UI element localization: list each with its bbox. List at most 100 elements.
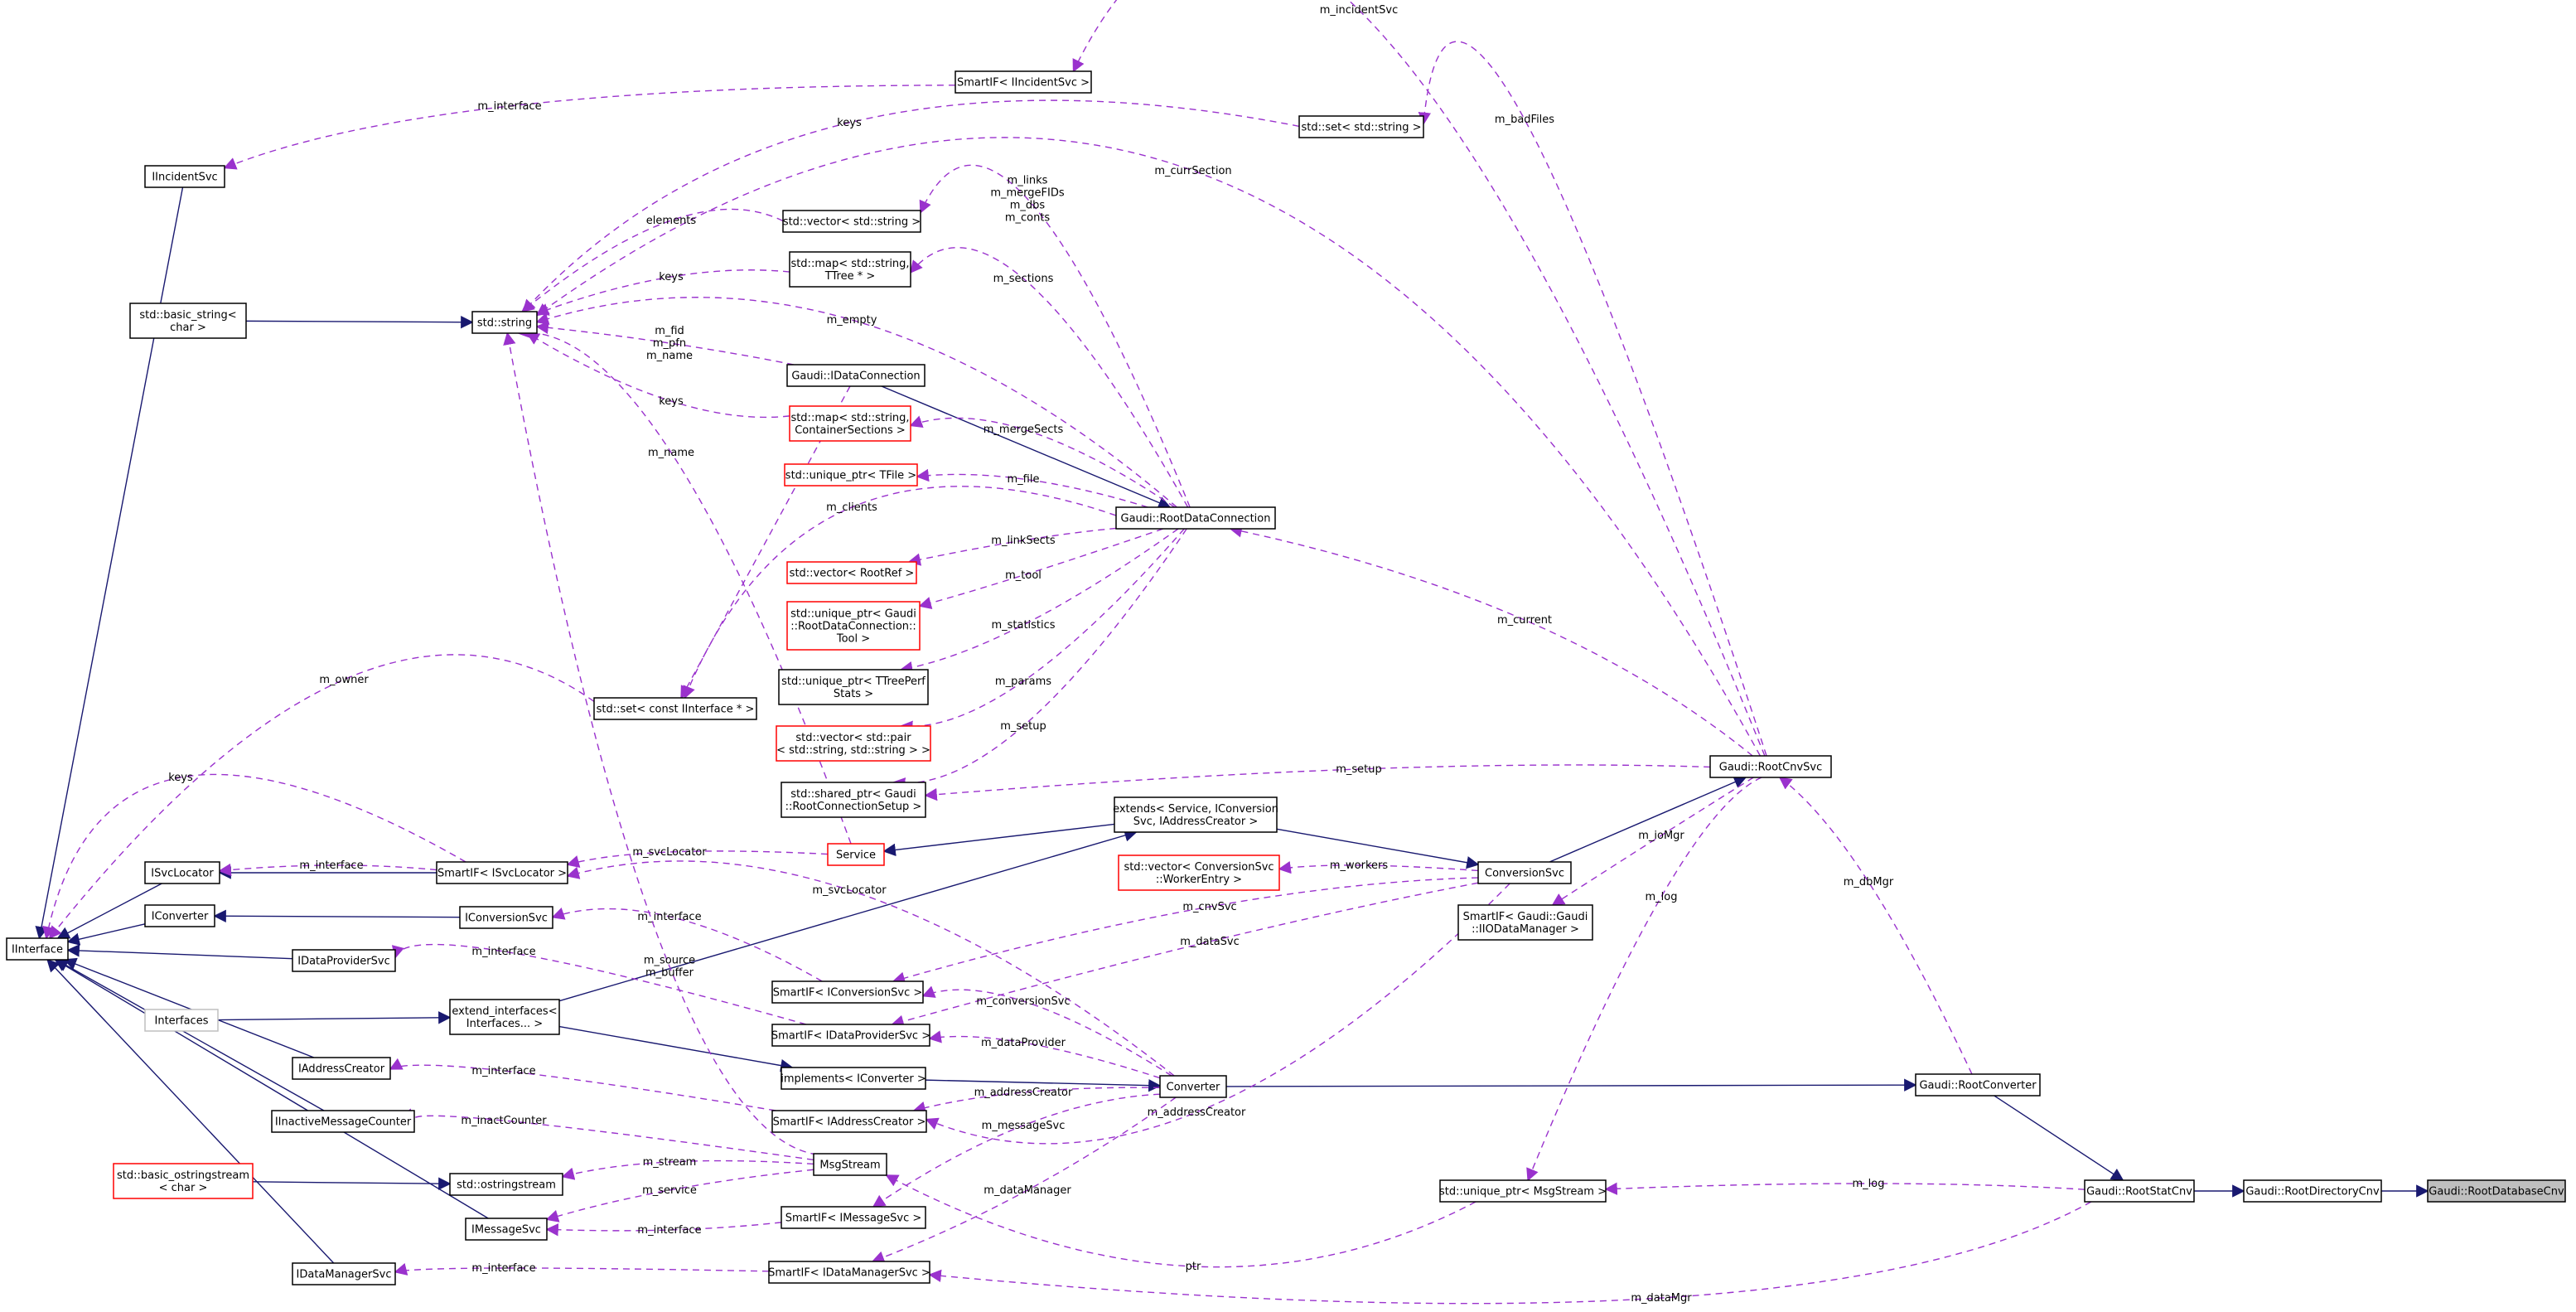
- node-box: [786, 364, 926, 387]
- relation-edge-converter-to-smart-if-iconversion-svc: m_conversionSvc: [921, 985, 1172, 1077]
- node-smart-if-idata-manager-svc[interactable]: SmartIF< IDataManagerSvc >: [768, 1261, 930, 1284]
- node-box: [813, 1153, 887, 1176]
- node-unique-ptr-tool[interactable]: std::unique_ptr< Gaudi::RootDataConnecti…: [786, 601, 921, 651]
- node-smart-if-idata-provider-svc[interactable]: SmartIF< IDataProviderSvc >: [771, 1024, 930, 1047]
- node-root-directory-cnv[interactable]: Gaudi::RootDirectoryCnv: [2243, 1179, 2382, 1203]
- edge-line: [545, 1222, 782, 1237]
- relation-edge-vector-string-to-std-string: elements: [521, 208, 784, 312]
- node-smart-if-iiodata-manager[interactable]: SmartIF< Gaudi::Gaudi::IIODataManager >: [1457, 904, 1593, 941]
- relation-edge-set-string-to-std-string: keys: [522, 99, 1300, 313]
- node-smart-if-iaddress-creator[interactable]: SmartIF< IAddressCreator >: [771, 1110, 927, 1133]
- node-shared-ptr-root-connection-setup[interactable]: std::shared_ptr< Gaudi::RootConnectionSe…: [781, 782, 926, 818]
- node-box: [789, 251, 911, 288]
- node-box: [129, 303, 247, 339]
- edge-line: [891, 882, 1479, 1028]
- node-iaddress-creator[interactable]: IAddressCreator: [292, 1057, 391, 1080]
- node-root-converter[interactable]: Gaudi::RootConverter: [1915, 1073, 2041, 1097]
- node-iconverter[interactable]: IConverter: [144, 904, 215, 927]
- node-conversion-svc[interactable]: ConversionSvc: [1477, 861, 1572, 884]
- node-std-ostringstream[interactable]: std::ostringstream: [449, 1173, 563, 1196]
- node-set-const-iinterface[interactable]: std::set< const IInterface * >: [593, 697, 757, 720]
- node-label: SmartIF< IMessageSvc >: [785, 1213, 922, 1225]
- node-smart-if-imessage-svc[interactable]: SmartIF< IMessageSvc >: [781, 1206, 926, 1229]
- node-basic-string[interactable]: std::basic_string<char >: [129, 303, 247, 339]
- node-implements-iconverter[interactable]: implements< IConverter >: [781, 1067, 926, 1090]
- node-idata-provider-svc[interactable]: IDataProviderSvc: [292, 949, 396, 972]
- node-vector-root-ref[interactable]: std::vector< RootRef >: [786, 561, 917, 584]
- inheritance-edge-basic-string-to-std-string: [245, 316, 474, 329]
- node-unique-ptr-msg-stream[interactable]: std::unique_ptr< MsgStream >: [1439, 1179, 1607, 1203]
- edge-line: [48, 654, 595, 940]
- edge-line: [551, 908, 823, 982]
- relation-edge-root-converter-to-root-cnv-svc: m_dbMgr: [1778, 777, 1973, 1075]
- node-smart-if-isvc-locator[interactable]: SmartIF< ISvcLocator >: [436, 861, 568, 884]
- node-root-data-connection[interactable]: Gaudi::RootDataConnection: [1115, 506, 1276, 530]
- node-interfaces[interactable]: Interfaces: [144, 1009, 219, 1032]
- node-smart-if-iconversion-svc[interactable]: SmartIF< IConversionSvc >: [771, 980, 924, 1004]
- node-set-string[interactable]: std::set< std::string >: [1298, 115, 1424, 138]
- node-iincident-svc[interactable]: IIncidentSvc: [144, 165, 225, 188]
- edge-label: m_ioMgr: [1638, 830, 1684, 842]
- node-imessage-svc[interactable]: IMessageSvc: [465, 1218, 548, 1241]
- node-iinterface[interactable]: IInterface: [6, 937, 69, 961]
- node-box: [144, 165, 225, 188]
- node-root-stat-cnv[interactable]: Gaudi::RootStatCnv: [2084, 1179, 2195, 1203]
- node-label: std::unique_ptr< Gaudi::RootDataConnecti…: [790, 608, 916, 646]
- node-smart-if-iincident-svc[interactable]: SmartIF< IIncidentSvc >: [955, 70, 1092, 94]
- node-box: [1477, 861, 1572, 884]
- node-basic-ostringstream[interactable]: std::basic_ostringstream< char >: [113, 1163, 254, 1199]
- edge-label: m_service: [642, 1184, 697, 1197]
- node-converter[interactable]: Converter: [1159, 1075, 1227, 1098]
- edge-line: [42, 773, 466, 940]
- edge-line: [683, 486, 1117, 700]
- edge-label: ptr: [1186, 1261, 1201, 1273]
- node-box: [786, 601, 921, 651]
- node-map-container-sections[interactable]: std::map< std::string,ContainerSections …: [789, 405, 911, 442]
- node-vector-string[interactable]: std::vector< std::string >: [782, 210, 921, 233]
- relation-edge-map-container-sections-to-std-string: keys: [526, 332, 790, 419]
- node-unique-ptr-tfile[interactable]: std::unique_ptr< TFile >: [784, 463, 918, 487]
- node-box: [1709, 755, 1832, 778]
- node-extend-interfaces[interactable]: extend_interfaces<Interfaces... >: [449, 999, 560, 1035]
- node-idata-manager-svc[interactable]: IDataManagerSvc: [292, 1262, 396, 1285]
- inheritance-edge-root-converter-to-root-stat-cnv: [1994, 1095, 2124, 1181]
- node-service[interactable]: Service: [827, 843, 885, 866]
- relation-edge-root-data-connection-to-vector-root-ref: m_linkSects: [907, 527, 1117, 566]
- node-vector-worker-entry[interactable]: std::vector< ConversionSvc::WorkerEntry …: [1118, 854, 1280, 891]
- node-label: SmartIF< IDataManagerSvc >: [768, 1267, 930, 1280]
- relation-edge-conversion-svc-to-smart-if-idata-provider-svc: m_dataSvc: [891, 882, 1479, 1028]
- inheritance-edge-interfaces-to-extend-interfaces: [217, 1011, 452, 1024]
- node-box: [827, 843, 885, 866]
- node-root-cnv-svc[interactable]: Gaudi::RootCnvSvc: [1709, 755, 1832, 778]
- node-root-database-cnv[interactable]: Gaudi::RootDatabaseCnv: [2427, 1179, 2566, 1203]
- node-std-string[interactable]: std::string: [471, 311, 538, 334]
- node-msg-stream[interactable]: MsgStream: [813, 1153, 887, 1176]
- node-box: [593, 697, 757, 720]
- edge-line: [1604, 1182, 2085, 1195]
- relation-edge-msg-stream-to-std-ostringstream: m_stream: [561, 1156, 814, 1180]
- node-iconversion-svc[interactable]: IConversionSvc: [459, 906, 553, 929]
- edge-line: [521, 208, 784, 312]
- node-label: IInterface: [12, 944, 63, 956]
- node-vector-pair[interactable]: std::vector< std::pair< std::string, std…: [776, 725, 931, 762]
- edge-label: m_dataSvc: [1180, 936, 1240, 948]
- inheritance-edge-iconverter-to-iinterface: [66, 923, 146, 946]
- node-idata-connection[interactable]: Gaudi::IDataConnection: [786, 364, 926, 387]
- node-isvc-locator[interactable]: ISvcLocator: [144, 861, 220, 884]
- edge-line: [245, 316, 474, 329]
- node-map-ttree[interactable]: std::map< std::string,TTree * >: [789, 251, 911, 288]
- edge-line: [1278, 860, 1479, 874]
- node-label: Gaudi::RootDatabaseCnv: [2429, 1186, 2564, 1198]
- edge-line: [558, 829, 1138, 1002]
- edge-label: m_mergeSects: [984, 424, 1064, 436]
- node-iinactive-message-counter[interactable]: IInactiveMessageCounter: [271, 1110, 415, 1133]
- relation-edge-root-data-connection-to-shared-ptr-root-connection-setup: m_setup: [892, 528, 1187, 791]
- relation-edge-converter-to-smart-if-idata-manager-svc: m_dataManager: [871, 1097, 1177, 1264]
- node-label: ConversionSvc: [1485, 868, 1564, 880]
